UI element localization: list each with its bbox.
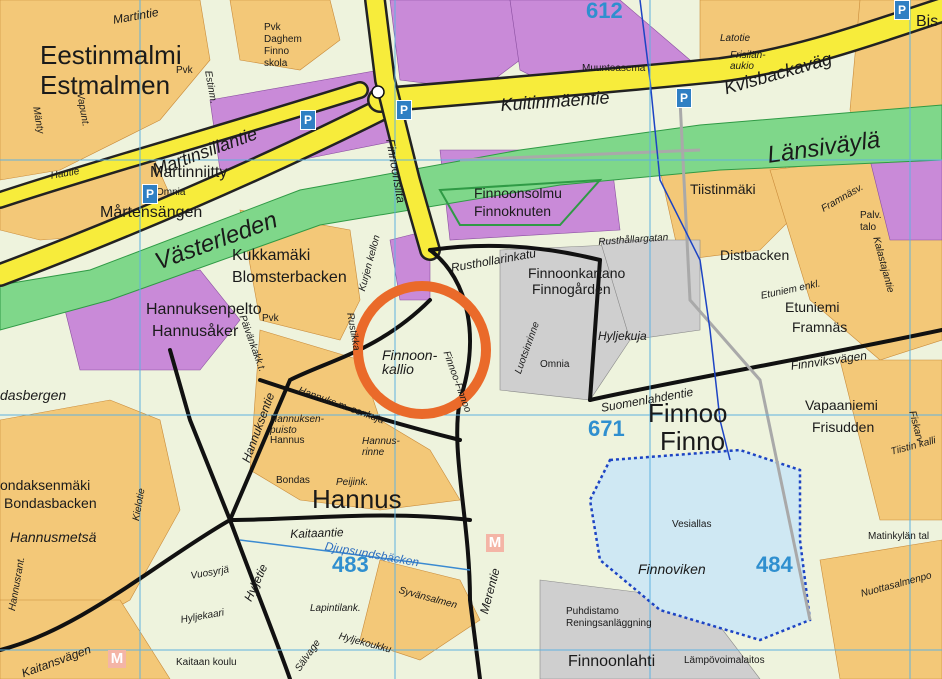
parking-icon: P bbox=[300, 110, 316, 130]
label-finnoviken: Finnoviken bbox=[638, 561, 706, 577]
label-blomsterbacken: Blomsterbacken bbox=[232, 269, 347, 286]
label-frisudden: Frisudden bbox=[812, 419, 875, 435]
local-roads bbox=[0, 243, 942, 679]
parking-icon: P bbox=[894, 0, 910, 20]
zone-484: 484 bbox=[756, 552, 793, 577]
label-kaitaan-koulu: Kaitaan koulu bbox=[176, 657, 237, 668]
parking-icon: P bbox=[396, 100, 412, 120]
label-finnoo: Finnoo bbox=[648, 398, 728, 428]
label-omnia-left: Omnia bbox=[156, 187, 186, 198]
metro-icon: M bbox=[486, 534, 504, 552]
label-finnoonkallio: Finnoon- kallio bbox=[382, 347, 438, 377]
label-palvtalo: Palv. talo bbox=[860, 210, 882, 233]
label-lapintilank: Lapintilank. bbox=[310, 603, 361, 614]
label-bondaksenmaki: ondaksenmäki bbox=[0, 477, 91, 493]
highlight-circle bbox=[353, 281, 491, 419]
label-puhdistamo: Puhdistamo Reningsanläggning bbox=[566, 606, 652, 629]
label-finnoknuten: Finnoknuten bbox=[474, 203, 552, 219]
label-bondas-small: Bondas bbox=[276, 475, 310, 486]
label-tiistinmaki: Tiistinmäki bbox=[690, 181, 756, 197]
label-hyljekuja: Hyljekuja bbox=[598, 329, 647, 343]
label-hannus-small: Hannus bbox=[270, 435, 305, 446]
label-finnogarden: Finnogården bbox=[532, 281, 611, 297]
label-hannusaker: Hannusåker bbox=[152, 323, 239, 340]
label-latotie: Latotie bbox=[720, 33, 751, 44]
label-kukkamaki: Kukkamäki bbox=[232, 247, 311, 264]
label-etuniemi: Etuniemi bbox=[785, 299, 840, 315]
label-finnoonsolmu: Finnoonsolmu bbox=[474, 185, 562, 201]
label-hannusmetsa: Hannusmetsä bbox=[10, 529, 97, 545]
label-martensangen: Mårtensängen bbox=[100, 204, 203, 221]
zone-671: 671 bbox=[588, 416, 625, 441]
label-frisilan-aukio: Frisilän- aukio bbox=[730, 50, 766, 72]
label-framnas: Framnäs bbox=[792, 319, 848, 335]
label-bondasbacken: Bondasbacken bbox=[4, 495, 97, 511]
label-eestinmalmi: Eestinmalmi bbox=[40, 40, 182, 70]
label-hannuksenpuisto: Hannuksen- puisto bbox=[270, 414, 324, 436]
label-daghem: Pvk Daghem Finno skola bbox=[264, 22, 302, 69]
label-finno: Finno bbox=[660, 426, 726, 456]
parking-icon: P bbox=[676, 88, 692, 108]
zone-612: 612 bbox=[586, 0, 623, 23]
brook bbox=[239, 539, 471, 571]
label-matinkylan: Matinkylän tal bbox=[868, 531, 930, 542]
label-martinniitty: Martinniitty bbox=[150, 164, 228, 181]
motorway-band bbox=[0, 104, 942, 331]
metro-icon: M bbox=[108, 650, 126, 668]
label-hannuksenpelto: Hannuksenpelto bbox=[146, 301, 262, 318]
label-pvk-mid: Pvk bbox=[262, 313, 279, 324]
label-finnoonkartano: Finnoonkartano bbox=[528, 265, 626, 281]
label-dasbergen: dasbergen bbox=[0, 387, 67, 403]
parking-icon: P bbox=[142, 184, 158, 204]
label-vapaaniemi: Vapaaniemi bbox=[805, 397, 878, 413]
label-estmalmen: Estmalmen bbox=[40, 70, 171, 100]
label-hannusrinne: Hannus- rinne bbox=[362, 436, 400, 458]
label-vesiallas: Vesiallas bbox=[672, 519, 712, 530]
label-distbacken: Distbacken bbox=[720, 247, 790, 263]
label-hannus: Hannus bbox=[312, 484, 402, 514]
highways bbox=[0, 0, 942, 287]
label-pvk-top: Pvk bbox=[176, 65, 193, 76]
interchange-node bbox=[371, 85, 385, 99]
label-peijink: Peijink. bbox=[336, 477, 369, 488]
label-finnoonlahti: Finnoonlahti bbox=[568, 653, 656, 670]
water-basin bbox=[588, 448, 812, 642]
label-kaitaantie: Kaitaantie bbox=[289, 525, 344, 541]
finnoonsolmu-outline bbox=[438, 178, 603, 226]
zone-483: 483 bbox=[332, 552, 369, 577]
label-bis: Bis bbox=[916, 13, 939, 30]
label-muuntoasema: Muuntoasema bbox=[582, 63, 646, 74]
label-lampovoimalaitos: Lämpövoimalaitos bbox=[684, 655, 765, 666]
label-omnia-mid: Omnia bbox=[540, 359, 570, 370]
paths bbox=[459, 99, 812, 621]
